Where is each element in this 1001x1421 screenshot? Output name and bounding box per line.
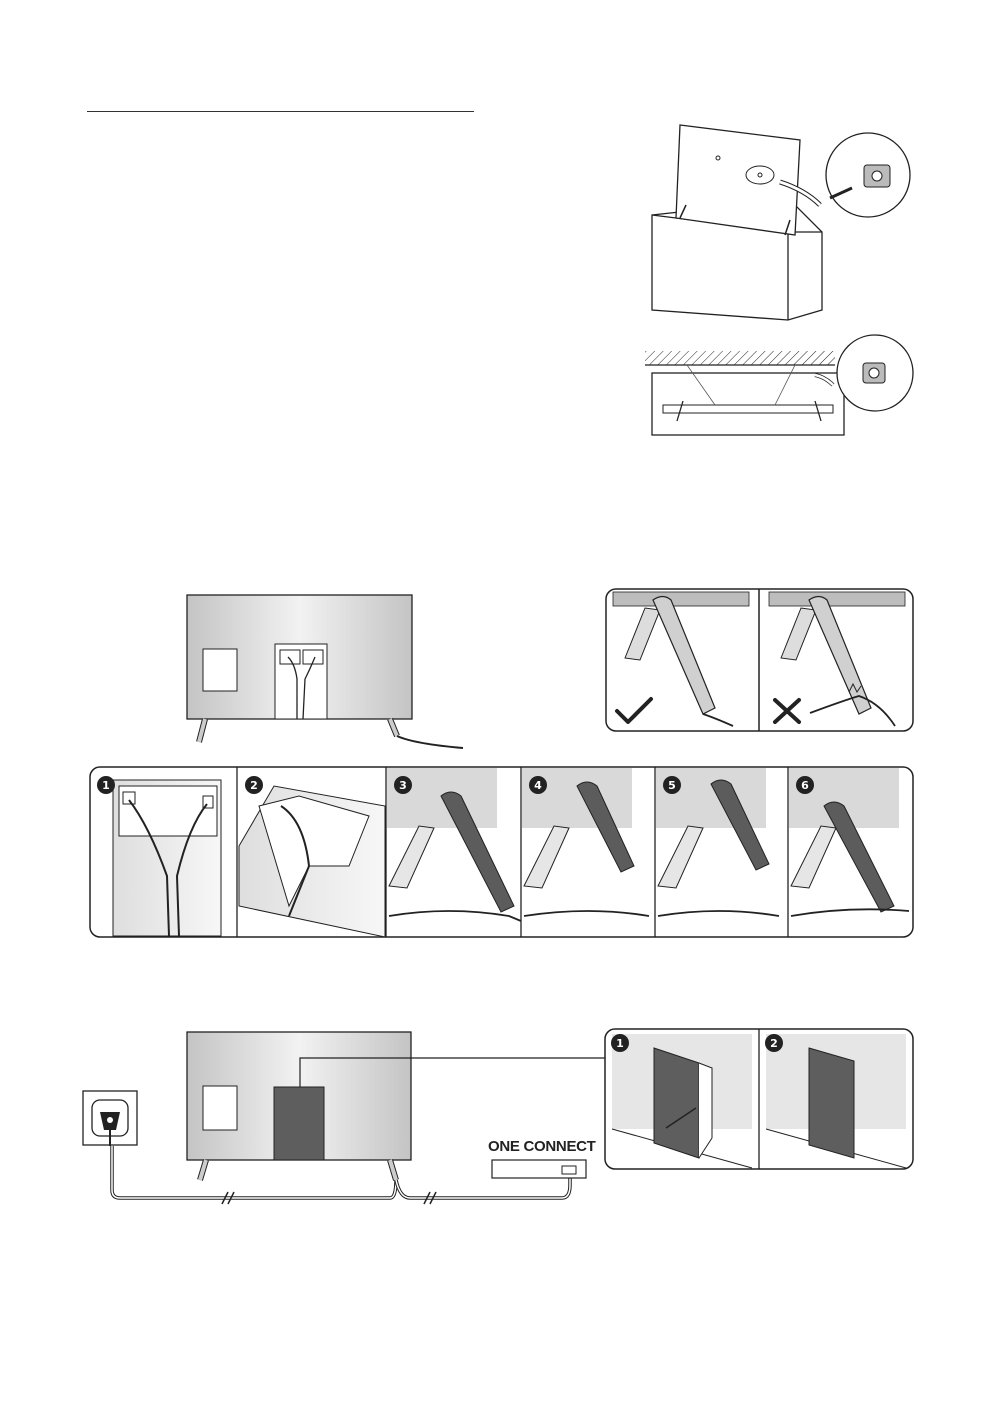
section-underline (87, 111, 474, 112)
step-4-number: 4 (534, 779, 542, 792)
tv-back-cable-illustration (185, 594, 465, 754)
cover-step-2-number: 2 (770, 1037, 778, 1050)
step-3-number: 3 (399, 779, 407, 792)
checkmark-icon (614, 697, 654, 725)
step-2-number: 2 (250, 779, 258, 792)
cable-routing-steps-frame: 1 2 3 4 5 6 (89, 766, 914, 938)
cover-step-1-number: 1 (616, 1037, 624, 1050)
top-view-illustration (645, 335, 915, 440)
cross-icon (772, 697, 802, 725)
step-1-number: 1 (102, 779, 110, 792)
tv-one-connect-illustration (100, 1030, 600, 1210)
tv-on-box-illustration (640, 120, 910, 325)
step-5-number: 5 (668, 779, 676, 792)
one-connect-label: ONE CONNECT (488, 1138, 592, 1155)
step-6-number: 6 (801, 779, 809, 792)
cover-steps-frame: 1 2 (604, 1028, 914, 1170)
